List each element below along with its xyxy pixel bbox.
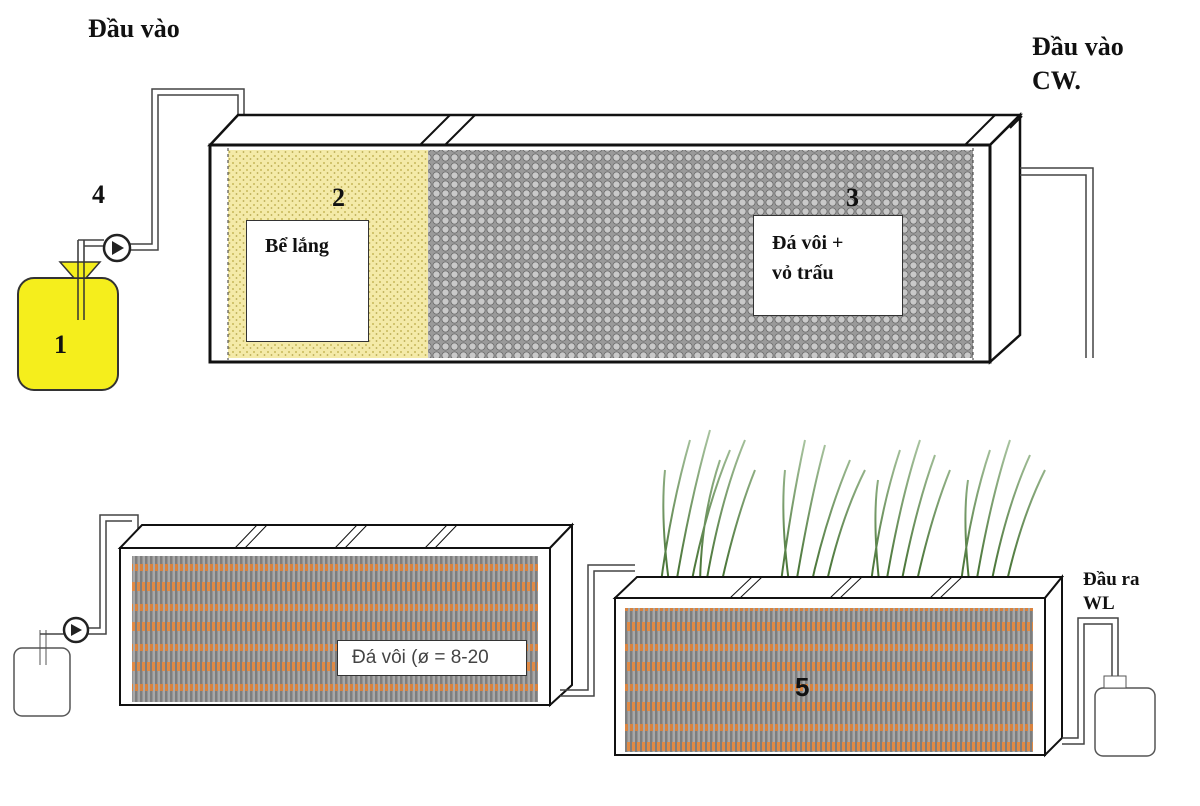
feed-tank-1 [17,240,119,391]
inlet-pipe-lower [40,514,139,635]
settling-label-box: Bể lắng [246,220,369,342]
outlet-pipe-wl [1062,617,1119,745]
wetland-number: 5 [795,672,810,702]
feed-tank-small [13,630,71,717]
outlet-line2: WL [1083,593,1115,614]
settling-number: 2 [332,183,345,212]
inlet-cw-line1: Đầu vào [1032,32,1124,61]
pump-icon [62,616,90,644]
limestone-label-box: Đá vôi (ø = 8-20 [337,640,527,676]
filter-number: 3 [846,183,859,212]
outlet-tank [1094,675,1156,757]
wetland-plants [659,429,1046,591]
connector-pipe [560,564,635,697]
outlet-wl-label: Đầu ra WL [1083,568,1139,616]
inlet-label: Đầu vào [88,14,180,43]
pump-number: 4 [92,180,105,209]
inlet-pipe [78,88,245,251]
wetland-tank [612,574,1065,758]
filter-label-line1: Đá vôi + [772,232,844,254]
outlet-line1: Đầu ra [1083,569,1140,590]
outlet-pipe-cw [1009,115,1094,358]
filter-label-line2: vỏ trấu [772,262,834,284]
settling-label: Bể lắng [265,235,329,257]
pump-icon [102,233,132,263]
limestone-tank [117,522,575,708]
inlet-cw-label: Đầu vào CW. [1032,30,1124,98]
limestone-label: Đá vôi (ø = 8-20 [352,647,489,668]
filter-label-box: Đá vôi + vỏ trấu [753,215,903,316]
tank-number: 1 [54,330,67,359]
inlet-cw-line2: CW. [1032,66,1081,95]
